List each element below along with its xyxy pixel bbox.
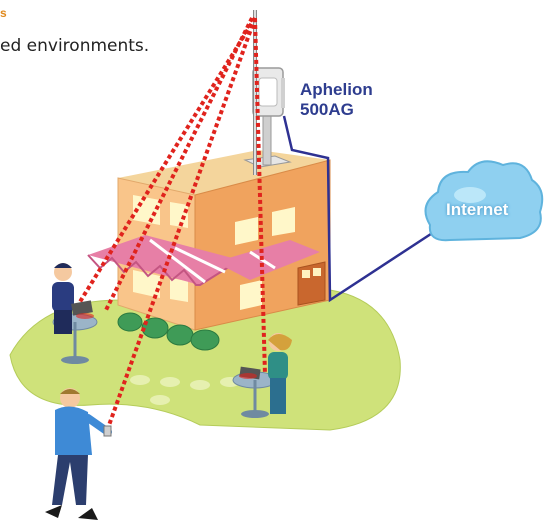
- antenna-icon: [252, 67, 285, 117]
- lawn: [9, 289, 401, 431]
- antenna-mast: [262, 109, 272, 166]
- laptop-user-icon: [232, 333, 292, 418]
- shrubs: [117, 312, 220, 351]
- awning: [87, 235, 320, 286]
- internet-label: Internet: [446, 200, 509, 219]
- cloud-icon: [424, 160, 544, 242]
- device-name: Aphelion: [300, 80, 373, 99]
- header-accent: s: [0, 6, 7, 20]
- device-label: Aphelion 500AG: [300, 80, 373, 120]
- phone-user-icon: [45, 388, 112, 520]
- device-model: 500AG: [300, 100, 354, 119]
- wireless-signals: [76, 16, 267, 429]
- network-cable: [282, 115, 441, 303]
- caption-text: ed environments.: [0, 36, 150, 56]
- laptop-user-icon: [52, 263, 98, 364]
